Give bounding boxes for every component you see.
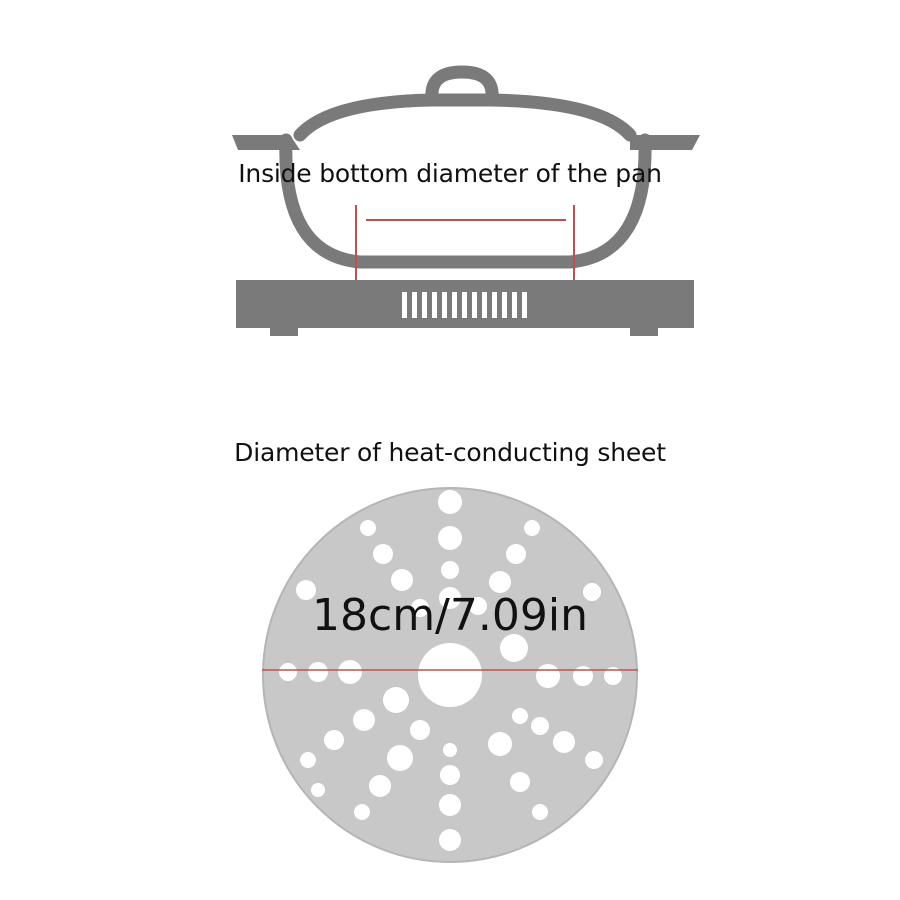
center-hole (418, 643, 482, 707)
sheet-size-label: 18cm/7.09in (312, 590, 588, 641)
sheet-holes (279, 490, 622, 851)
induction-stove (236, 280, 694, 336)
pan-body (279, 133, 652, 269)
pan-outline (279, 65, 652, 269)
pan-diameter-label: Inside bottom diameter of the pan (238, 159, 662, 188)
stove-vent (402, 292, 527, 318)
pan-lid (293, 93, 637, 142)
pan-diameter-marker (355, 205, 575, 280)
heat-conducting-sheet (262, 487, 638, 863)
right-handle (630, 135, 700, 150)
stove-foot-left (270, 326, 298, 336)
left-handle (232, 135, 300, 150)
lid-knob (425, 65, 499, 105)
stove-foot-right (630, 326, 658, 336)
sheet-diameter-label: Diameter of heat-conducting sheet (234, 438, 666, 467)
